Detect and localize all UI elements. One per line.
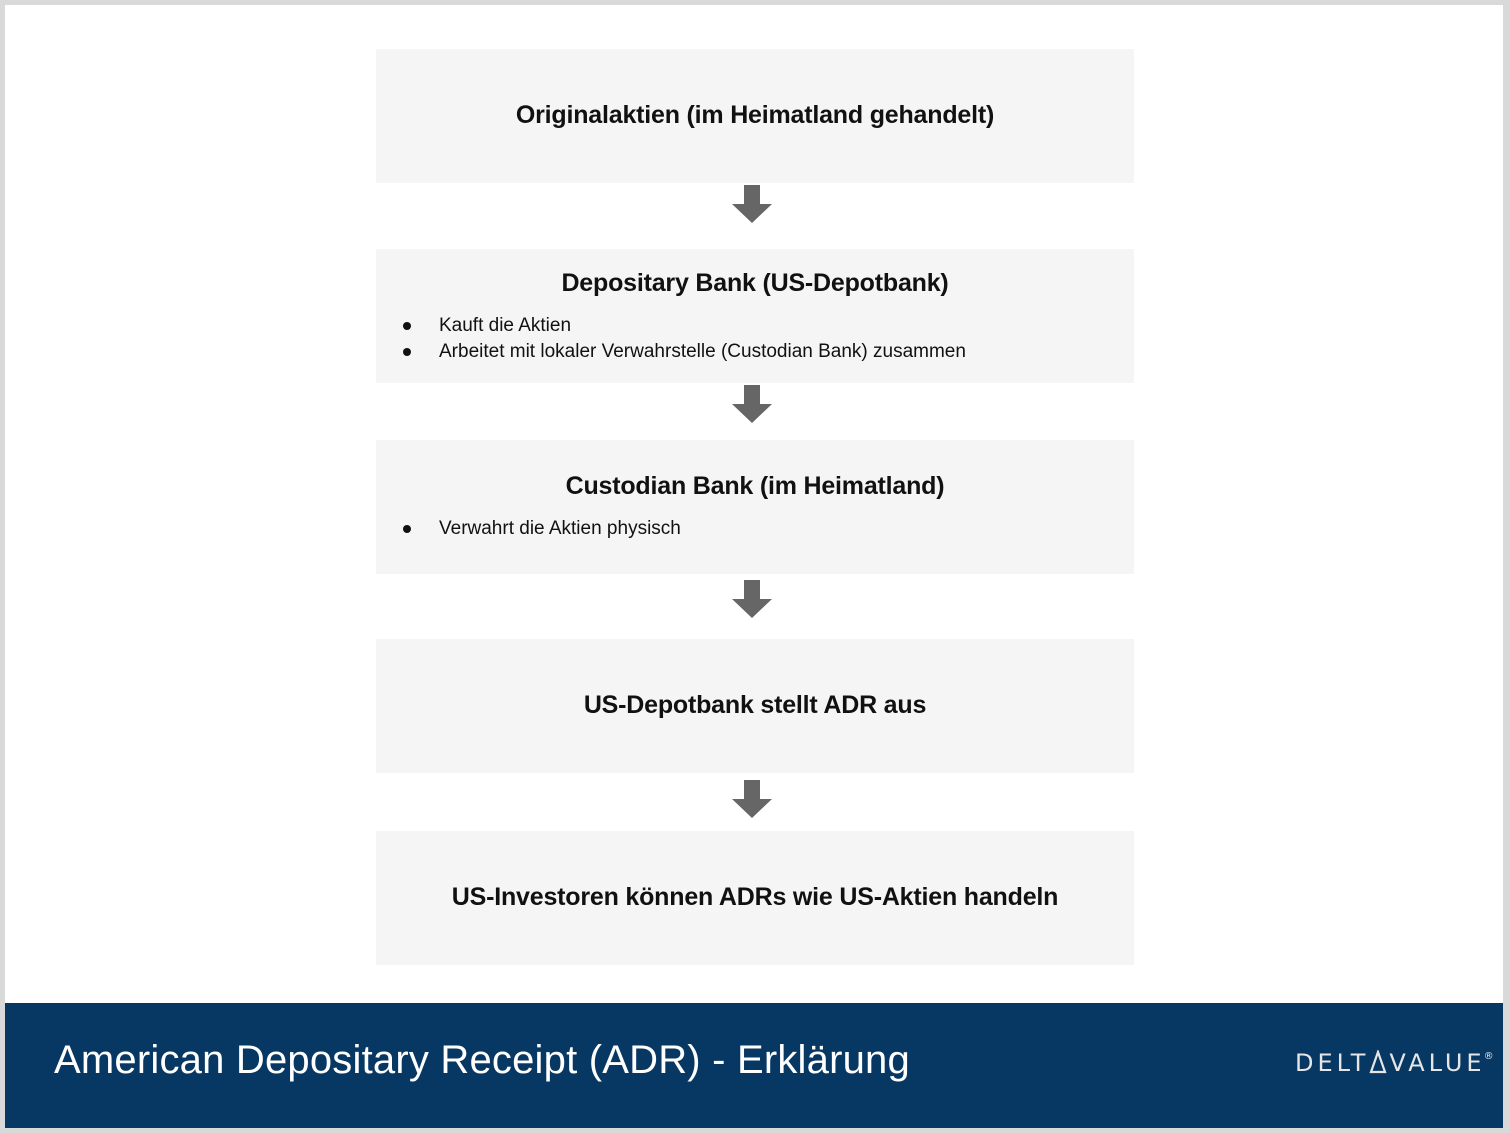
bullet-icon xyxy=(403,348,411,356)
logo-text-prefix: DELT xyxy=(1295,1049,1370,1077)
arrow-down-icon xyxy=(732,580,772,618)
step-box-us-investoren: US-Investoren können ADRs wie US-Aktien … xyxy=(376,831,1134,965)
step-box-originalaktien: Originalaktien (im Heimatland gehandelt) xyxy=(376,49,1134,183)
footer-bar: American Depositary Receipt (ADR) - Erkl… xyxy=(5,1003,1503,1128)
registered-mark: ® xyxy=(1483,1051,1494,1062)
list-item: Kauft die Aktien xyxy=(376,313,1134,339)
list-item-text: Kauft die Aktien xyxy=(439,315,572,336)
step-box-adr-ausgabe: US-Depotbank stellt ADR aus xyxy=(376,639,1134,773)
deltavalue-logo: DELT VALUE® xyxy=(1295,1049,1494,1079)
step-title: Depositary Bank (US-Depotbank) xyxy=(561,269,949,297)
step-title: Originalaktien (im Heimatland gehandelt) xyxy=(515,101,995,129)
bullet-icon xyxy=(403,525,411,533)
arrow-down-icon xyxy=(732,185,772,223)
step-title: US-Investoren können ADRs wie US-Aktien … xyxy=(451,883,1059,911)
step-title: US-Depotbank stellt ADR aus xyxy=(583,691,927,719)
step-box-depositary-bank: Depositary Bank (US-Depotbank) Kauft die… xyxy=(376,249,1134,383)
bullet-list: Kauft die Aktien Arbeitet mit lokaler Ve… xyxy=(376,313,1134,365)
step-title: Custodian Bank (im Heimatland) xyxy=(565,472,945,500)
slide-title: American Depositary Receipt (ADR) - Erkl… xyxy=(54,1038,910,1082)
logo-text-suffix: VALUE xyxy=(1389,1049,1486,1077)
step-box-custodian-bank: Custodian Bank (im Heimatland) Verwahrt … xyxy=(376,440,1134,574)
bullet-icon xyxy=(403,322,411,330)
list-item-text: Verwahrt die Aktien physisch xyxy=(439,518,681,539)
list-item: Verwahrt die Aktien physisch xyxy=(376,516,1134,542)
arrow-down-icon xyxy=(732,780,772,818)
bullet-list: Verwahrt die Aktien physisch xyxy=(376,516,1134,542)
arrow-down-icon xyxy=(732,385,772,423)
list-item-text: Arbeitet mit lokaler Verwahrstelle (Cust… xyxy=(439,341,966,362)
slide: Originalaktien (im Heimatland gehandelt)… xyxy=(5,5,1503,1128)
delta-logo-icon xyxy=(1369,1050,1387,1074)
list-item: Arbeitet mit lokaler Verwahrstelle (Cust… xyxy=(376,339,1134,365)
